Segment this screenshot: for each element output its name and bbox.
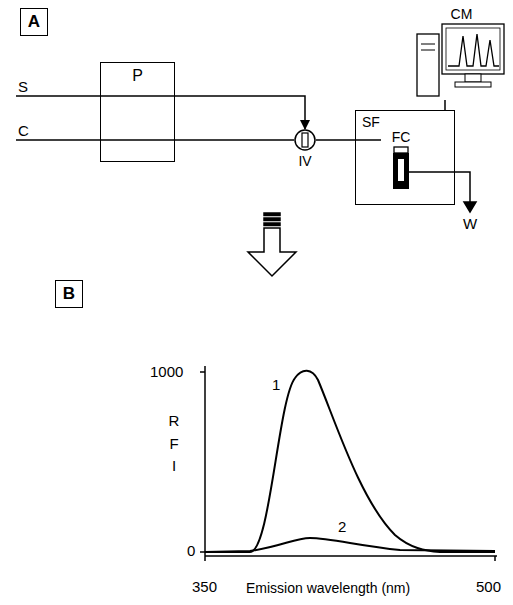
spectrofluorimeter-box: SF FC — [355, 110, 455, 205]
panel-letter: A — [20, 8, 48, 36]
flow-line — [316, 139, 381, 141]
injection-valve: IV — [294, 129, 316, 171]
waste-label: W — [463, 215, 477, 232]
valve-symbol — [294, 129, 316, 151]
carrier-line — [16, 139, 175, 141]
axis-tick — [494, 556, 496, 561]
tick-label: 0 — [187, 542, 195, 559]
node-label: P — [132, 67, 143, 85]
axis-tick — [204, 556, 206, 561]
line-label: S — [18, 78, 28, 95]
axis-tick — [200, 551, 205, 553]
flow-line — [175, 139, 294, 141]
node-label: SF — [362, 114, 380, 130]
panel-letter: B — [55, 280, 83, 308]
node-label: A — [28, 12, 40, 32]
node-label: CM — [451, 6, 473, 22]
spectrum-curve — [205, 538, 495, 552]
computer: CM — [415, 6, 508, 100]
flow-line — [175, 96, 305, 129]
flow-cell — [381, 145, 421, 197]
hollow-arrow — [248, 228, 296, 276]
flow-cell: FC — [381, 129, 421, 201]
spectrum-curve — [205, 371, 495, 552]
hollow-arrow-stripe — [264, 218, 280, 221]
x-axis — [205, 555, 497, 557]
hollow-arrow-stripe — [264, 223, 280, 226]
sample-line — [16, 95, 175, 97]
pump-box: P — [100, 62, 175, 162]
axis-title: Emission wavelength (nm) — [246, 580, 410, 596]
tick-label: 1000 — [150, 363, 183, 380]
curve-number: 1 — [272, 376, 280, 393]
node-label: FC — [392, 129, 411, 145]
hollow-arrow-stripe — [264, 213, 280, 216]
waste-line — [408, 172, 470, 204]
flow-line — [444, 100, 446, 110]
node-label: IV — [298, 153, 311, 169]
tick-label: 500 — [476, 578, 501, 595]
tick-label: 350 — [192, 578, 217, 595]
line-label: C — [18, 122, 29, 139]
axis-title: R F I — [168, 410, 180, 478]
axis-tick — [200, 371, 205, 373]
waste-arrowhead — [464, 202, 476, 212]
computer-icon — [415, 22, 508, 98]
node-label: B — [63, 284, 75, 304]
curve-number: 2 — [338, 518, 346, 535]
y-axis — [204, 366, 206, 556]
